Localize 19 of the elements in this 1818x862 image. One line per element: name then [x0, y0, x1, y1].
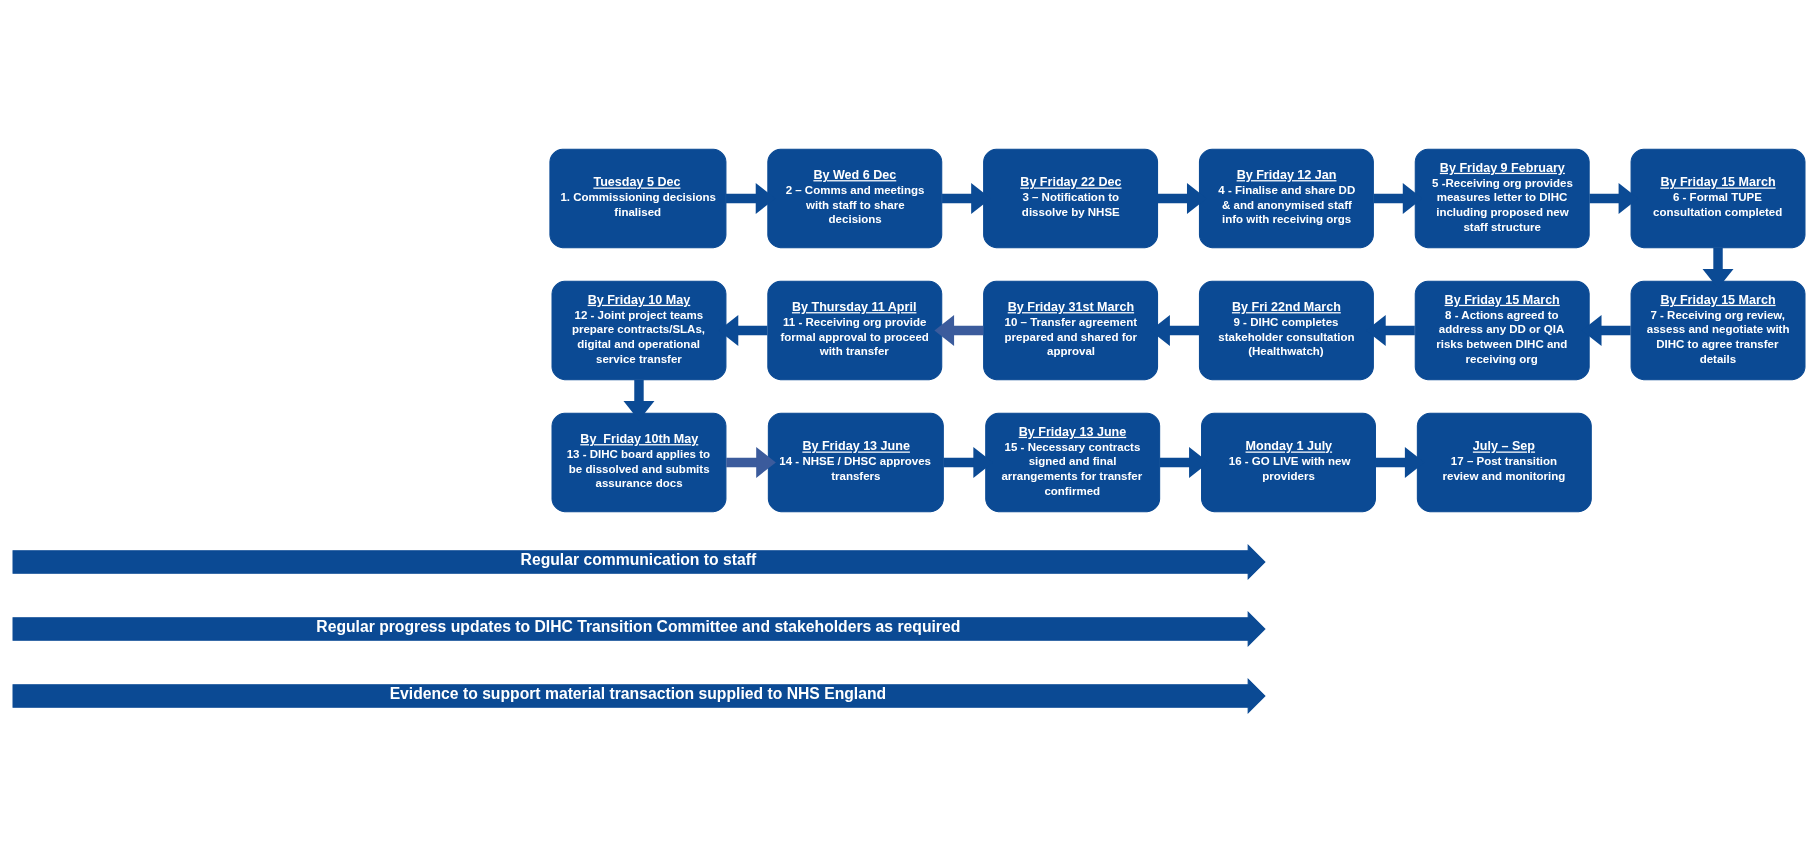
node-box: By Friday 10 May 12 - Joint project teams prepare contracts/SLAs, digital and operational service transfer [551, 280, 727, 381]
node-box: By Friday 15 March 8 - Actions agreed to address any DD or QIA risks between DIHC and receiving org [1414, 280, 1590, 381]
node-box: By Friday 10th May 13 - DIHC board applies to be dissolved and submits assurance docs [551, 412, 727, 513]
node-box: By Friday 22 Dec 3 – Notification to dissolve by NHSE [983, 148, 1159, 249]
node-box: Tuesday 5 Dec 1. Commissioning decisions finalised [549, 148, 727, 249]
node-box: By Friday 15 March 6 - Formal TUPE consultation completed [1630, 148, 1806, 249]
node-box: By Friday 31st March 10 – Transfer agreement prepared and shared for approval [983, 280, 1159, 381]
node-box: By Friday 9 February 5 -Receiving org provides measures letter to DIHC including proposed new staff structure [1414, 148, 1590, 249]
node-box: Monday 1 July 16 - GO LIVE with new providers [1201, 412, 1376, 513]
node-box: July – Sep 17 – Post transition review and monitoring [1416, 412, 1592, 513]
node-box: By Wed 6 Dec 2 – Comms and meetings with staff to share decisions [767, 148, 943, 249]
arrow [934, 314, 984, 346]
node-box: By Fri 22nd March 9 - DIHC completes stakeholder consultation (Healthwatch) [1198, 280, 1374, 381]
arrow [726, 446, 776, 478]
node-box: By Friday 13 June 15 - Necessary contracts signed and final arrangements for transfer confirmed [985, 412, 1161, 513]
node-box: By Friday 13 June 14 - NHSE / DHSC approves transfers [767, 412, 944, 513]
node-box: By Friday 12 Jan 4 - Finalise and share DD & and anonymised staff info with receiving orgs [1198, 148, 1374, 249]
node-box: By Friday 15 March 7 - Receiving org review, assess and negotiate with DIHC to agree transfer details [1630, 280, 1806, 381]
node-box: By Thursday 11 April 11 - Receiving org provide formal approval to proceed with transfer [767, 280, 943, 381]
